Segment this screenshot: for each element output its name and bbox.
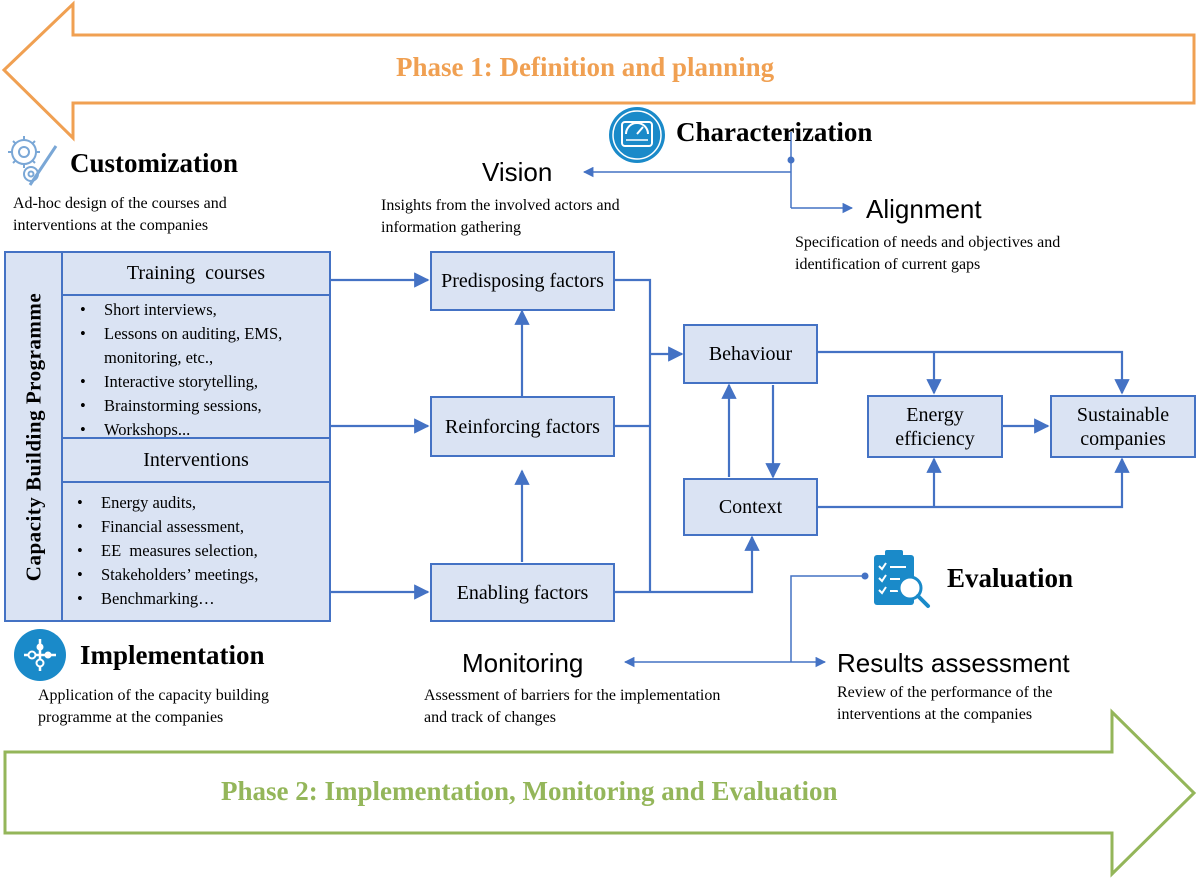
connector-lines [331, 132, 1130, 668]
phase1-label: Phase 1: Definition and planning [396, 52, 775, 82]
list-item: Lessons on auditing, EMS, monitoring, et… [76, 322, 326, 370]
training-header: Training courses [63, 253, 329, 296]
phase1-arrow [1, 0, 1196, 142]
list-item: Stakeholders’ meetings, [73, 563, 328, 587]
vision-title: Vision [482, 157, 553, 187]
implementation-title: Implementation [80, 640, 265, 670]
checklist-search-icon [874, 550, 930, 608]
characterization-title: Characterization [676, 117, 873, 147]
enabling-factors-box: Enabling factors [430, 563, 615, 622]
alignment-title: Alignment [866, 194, 982, 224]
programme-title-cell: Capacity Building Programme [6, 253, 63, 620]
list-item-text: Lessons on auditing, EMS, monitoring, et… [104, 324, 283, 367]
list-item: Short interviews, [76, 298, 326, 322]
list-item: Interactive storytelling, [76, 370, 326, 394]
interventions-list: Energy audits, Financial assessment, EE … [73, 491, 328, 611]
puzzle-icon [14, 629, 66, 681]
list-item: Energy audits, [73, 491, 328, 515]
evaluation-title: Evaluation [947, 563, 1074, 593]
predisposing-factors-box: Predisposing factors [430, 251, 615, 311]
alignment-desc: Specification of needs and objectives an… [795, 234, 1061, 274]
list-item: Workshops... [76, 418, 326, 442]
reinforcing-factors-box: Reinforcing factors [430, 396, 615, 457]
behaviour-box: Behaviour [683, 324, 818, 384]
dashboard-icon [609, 107, 665, 163]
list-item: Benchmarking… [73, 587, 328, 611]
sustainable-companies-box: Sustainable companies [1050, 395, 1196, 458]
customization-title: Customization [70, 148, 238, 178]
programme-title: Capacity Building Programme [21, 292, 45, 581]
results-assessment-desc: Review of the performance of the interve… [837, 684, 1053, 724]
list-item: Financial assessment, [73, 515, 328, 539]
programme-block: Capacity Building Programme Training cou… [4, 251, 331, 622]
interventions-header: Interventions [63, 437, 329, 483]
vision-desc: Insights from the involved actors and in… [381, 197, 620, 237]
implementation-desc: Application of the capacity building pro… [38, 687, 270, 727]
context-box: Context [683, 478, 818, 536]
monitoring-desc: Assessment of barriers for the implement… [424, 687, 721, 727]
energy-efficiency-box: Energy efficiency [867, 395, 1003, 458]
list-item: Brainstorming sessions, [76, 394, 326, 418]
results-assessment-title: Results assessment [837, 648, 1070, 678]
phase2-arrow [3, 708, 1197, 878]
customization-desc: Ad-hoc design of the courses and interve… [13, 195, 227, 235]
training-list: Short interviews, Lessons on auditing, E… [76, 298, 326, 442]
list-item: EE measures selection, [73, 539, 328, 563]
gears-icon [8, 136, 58, 186]
phase2-label: Phase 2: Implementation, Monitoring and … [221, 776, 838, 806]
monitoring-title: Monitoring [462, 648, 584, 678]
